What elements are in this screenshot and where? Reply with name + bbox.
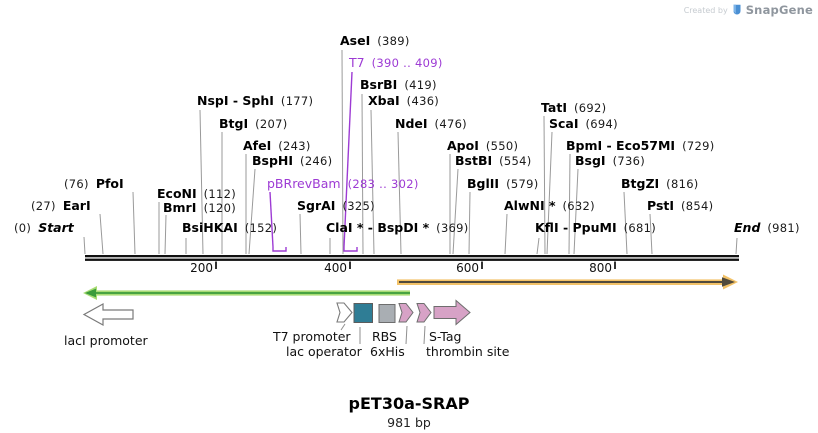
plasmid-length: 981 bp (387, 415, 431, 430)
lacI-promoter-label[interactable]: lacI promoter (64, 333, 148, 348)
site-connector-lines (83, 49, 738, 255)
site-label-start[interactable]: (0)Start (14, 220, 74, 236)
his6-label[interactable]: 6xHis (370, 344, 405, 359)
site-label-bglii[interactable]: BglII(579) (467, 176, 539, 192)
snapgene-brand-text: SnapGene (745, 3, 813, 17)
site-label-psti[interactable]: PstI(854) (647, 198, 714, 214)
map-backbone (85, 255, 739, 261)
ruler-label-800: 800 (589, 261, 612, 275)
site-label-bmri[interactable]: BmrI(120) (163, 200, 236, 216)
site-label-nspi-sphi[interactable]: NspI - SphI(177) (197, 93, 314, 109)
site-label-bsihkai[interactable]: BsiHKAI(152) (182, 220, 278, 236)
lac-operator-label[interactable]: lac operator (286, 344, 362, 359)
site-label-apoi[interactable]: ApoI(550) (447, 138, 519, 154)
thrombin-site-arrow[interactable] (416, 303, 432, 323)
site-label-tati[interactable]: TatI(692) (541, 100, 607, 116)
t7-promoter-label[interactable]: T7 promoter (273, 329, 351, 344)
t7-promoter-arrow[interactable] (336, 302, 353, 323)
green-strand-arrow[interactable] (83, 286, 410, 300)
lacI-promoter-arrow[interactable] (82, 302, 134, 327)
purple-feature-brackets (269, 71, 358, 252)
ruler-label-400: 400 (324, 261, 347, 275)
created-by-text: Created by (683, 5, 728, 15)
site-label-econi[interactable]: EcoNI(112) (157, 186, 236, 202)
site-label-ndei[interactable]: NdeI(476) (395, 116, 467, 132)
lac-operator-box[interactable] (353, 303, 373, 323)
ruler-label-200: 200 (190, 261, 213, 275)
site-label-bpmi-eco57mi[interactable]: BpmI - Eco57MI(729) (566, 138, 715, 154)
feature-callout-lines (340, 323, 426, 345)
site-label-sgrai[interactable]: SgrAI(325) (297, 198, 375, 214)
site-label-end[interactable]: End(981) (734, 220, 800, 236)
orange-strand-arrow[interactable] (397, 274, 738, 290)
plasmid-name: pET30a-SRAP (348, 394, 470, 413)
site-label-pfoi[interactable]: (76)PfoI (64, 176, 124, 192)
thrombin-site-label[interactable]: thrombin site (426, 344, 510, 359)
ruler-ticks (215, 261, 616, 269)
site-label-clai-bspdi[interactable]: ClaI * - BspDI *(369) (326, 220, 469, 236)
snapgene-watermark: Created by SnapGene (684, 3, 813, 17)
site-label-alwni[interactable]: AlwNI *(632) (504, 198, 595, 214)
feature-label-t7[interactable]: T7(390 .. 409) (349, 55, 443, 71)
site-label-eari[interactable]: (27)EarI (31, 198, 91, 214)
rbs-label[interactable]: RBS (372, 329, 397, 344)
ruler-label-600: 600 (456, 261, 479, 275)
site-label-btgzi[interactable]: BtgZI(816) (621, 176, 699, 192)
site-label-bstbi[interactable]: BstBI(554) (455, 153, 532, 169)
feature-label-pbrrevbam[interactable]: pBRrevBam(283 .. 302) (267, 176, 419, 192)
site-label-bsphi[interactable]: BspHI(246) (252, 153, 333, 169)
snapgene-logo-icon (733, 4, 741, 14)
site-label-bsrbi[interactable]: BsrBI(419) (360, 77, 437, 93)
his6-arrow[interactable] (398, 303, 414, 323)
rbs-box[interactable] (378, 304, 396, 323)
s-tag-arrow[interactable] (433, 299, 471, 326)
site-label-asei[interactable]: AseI(389) (340, 33, 410, 49)
map-title-block: pET30a-SRAP 981 bp (0, 394, 818, 430)
site-label-btgi[interactable]: BtgI(207) (219, 116, 288, 132)
s-tag-label[interactable]: S-Tag (429, 329, 462, 344)
site-label-afei[interactable]: AfeI(243) (243, 138, 311, 154)
site-label-scai[interactable]: ScaI(694) (549, 116, 618, 132)
site-label-bsgi[interactable]: BsgI(736) (575, 153, 646, 169)
site-label-kfli-ppumi[interactable]: KflI - PpuMI(681) (535, 220, 657, 236)
site-label-xbai[interactable]: XbaI(436) (368, 93, 440, 109)
